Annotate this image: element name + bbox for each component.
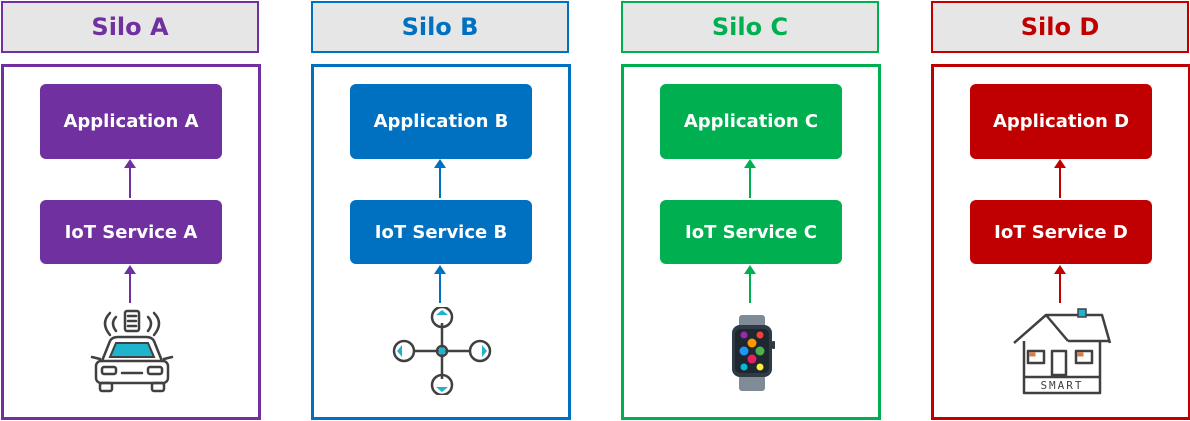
arrow-up-icon <box>124 265 136 303</box>
smartwatch-icon <box>732 315 775 391</box>
application-c-box: Application C <box>660 84 842 159</box>
application-d-box: Application D <box>970 84 1152 159</box>
silo-a-header: Silo A <box>1 1 259 53</box>
silo-d-header: Silo D <box>931 1 1189 53</box>
iot-service-b-box: IoT Service B <box>350 200 532 264</box>
arrow-up-icon <box>1054 159 1066 198</box>
drone-icon <box>392 307 492 395</box>
application-b-box: Application B <box>350 84 532 159</box>
arrow-up-icon <box>434 159 446 198</box>
connected-car-icon <box>90 309 174 393</box>
silo-d: Silo D Application D IoT Service D SMART <box>931 0 1190 421</box>
iot-service-a-box: IoT Service A <box>40 200 222 264</box>
silo-a: Silo A Application A IoT Service A <box>1 0 263 421</box>
silo-b-header: Silo B <box>311 1 569 53</box>
arrow-up-icon <box>744 159 756 198</box>
iot-service-d-box: IoT Service D <box>970 200 1152 264</box>
silo-c: Silo C Application C IoT Service C <box>621 0 883 421</box>
application-a-box: Application A <box>40 84 222 159</box>
arrow-up-icon <box>744 265 756 303</box>
silo-b: Silo B Application B IoT Service B <box>311 0 573 421</box>
silo-b-body: Application B IoT Service B <box>311 64 571 420</box>
arrow-up-icon <box>124 159 136 198</box>
silo-c-header: Silo C <box>621 1 879 53</box>
silo-d-body: Application D IoT Service D SMART <box>931 64 1190 420</box>
iot-service-c-box: IoT Service C <box>660 200 842 264</box>
smart-label: SMART <box>1040 379 1084 392</box>
arrow-up-icon <box>1054 265 1066 303</box>
silo-a-body: Application A IoT Service A <box>1 64 261 420</box>
smart-home-icon <box>1013 308 1112 395</box>
silo-c-body: Application C IoT Service C <box>621 64 881 420</box>
arrow-up-icon <box>434 265 446 303</box>
